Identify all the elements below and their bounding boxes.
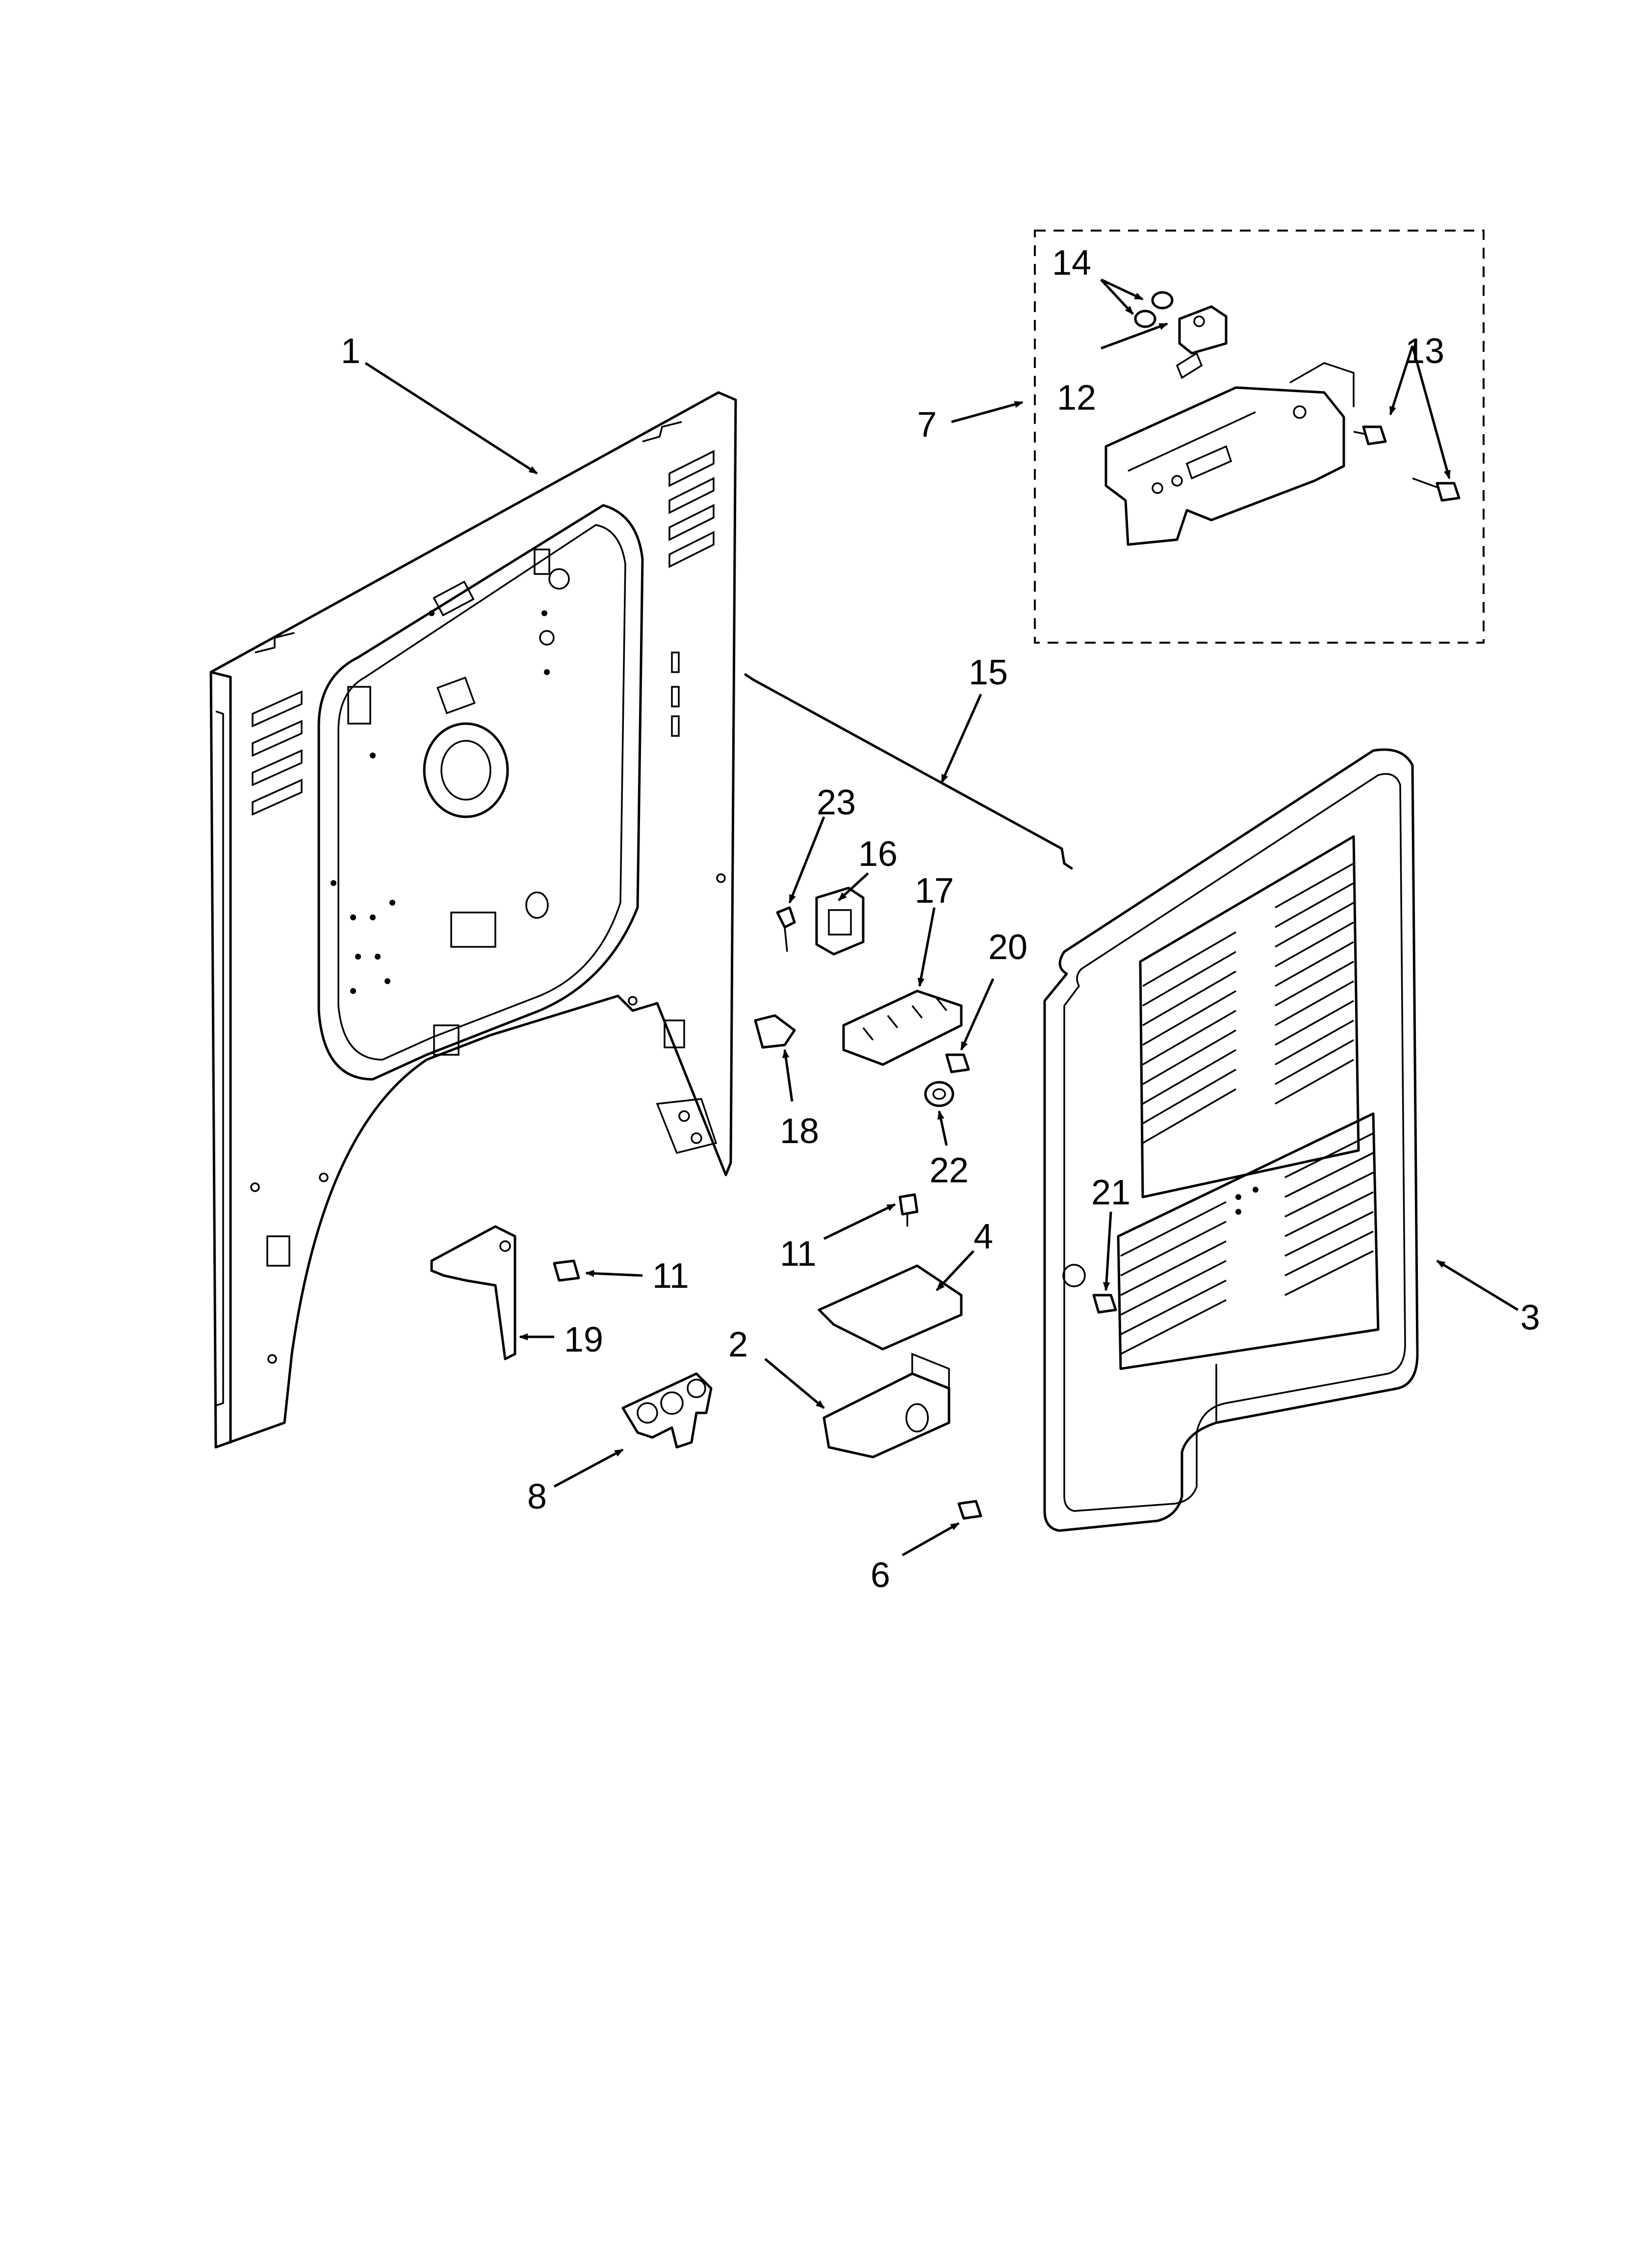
part-23-screw (776, 906, 796, 952)
callout-16: 16 (858, 834, 898, 874)
callout-12: 12 (1057, 378, 1096, 417)
part-18-clip (754, 1014, 796, 1049)
part-3-access-cover (1043, 748, 1419, 1532)
callout-19: 19 (564, 1320, 603, 1359)
callout-7: 7 (917, 405, 937, 444)
part-1-rear-panel (209, 391, 737, 1449)
part-6-screw (957, 1500, 982, 1520)
part-15-rod (744, 673, 1073, 870)
part-2-box-bracket (822, 1353, 950, 1459)
part-7-bracket-assembly (1034, 230, 1485, 644)
part-11-screw-a (553, 1259, 580, 1282)
part-22-nut (924, 1081, 954, 1107)
part-17-terminal-block (842, 990, 963, 1066)
callout-23: 23 (817, 783, 856, 822)
callout-11-center: 11 (780, 1234, 817, 1274)
part-8-bracket (621, 1372, 713, 1449)
callout-14: 14 (1052, 243, 1091, 283)
part-16-block (815, 886, 865, 956)
part-11-screw-b (898, 1193, 919, 1226)
callout-8: 8 (527, 1477, 547, 1516)
callout-2: 2 (728, 1325, 748, 1364)
callout-labels: 1 2 3 4 6 7 8 11 11 12 13 14 15 16 17 18… (341, 243, 1540, 1595)
callout-3: 3 (1520, 1298, 1540, 1337)
leader-lines (364, 278, 1519, 1557)
callout-20: 20 (988, 928, 1027, 967)
part-4-plate (818, 1264, 963, 1351)
callout-4: 4 (974, 1217, 993, 1256)
callout-13: 13 (1405, 332, 1444, 371)
callout-15: 15 (969, 653, 1008, 692)
callout-18: 18 (780, 1112, 819, 1151)
callout-21: 21 (1091, 1173, 1130, 1212)
part-21-screw (1092, 1294, 1117, 1314)
callout-6: 6 (871, 1556, 890, 1595)
callout-22: 22 (929, 1151, 969, 1190)
part-20-screw (945, 1053, 970, 1073)
callout-1: 1 (341, 332, 360, 371)
callout-11-right: 11 (652, 1256, 689, 1296)
part-19-bracket (430, 1225, 516, 1360)
callout-17: 17 (915, 871, 954, 911)
